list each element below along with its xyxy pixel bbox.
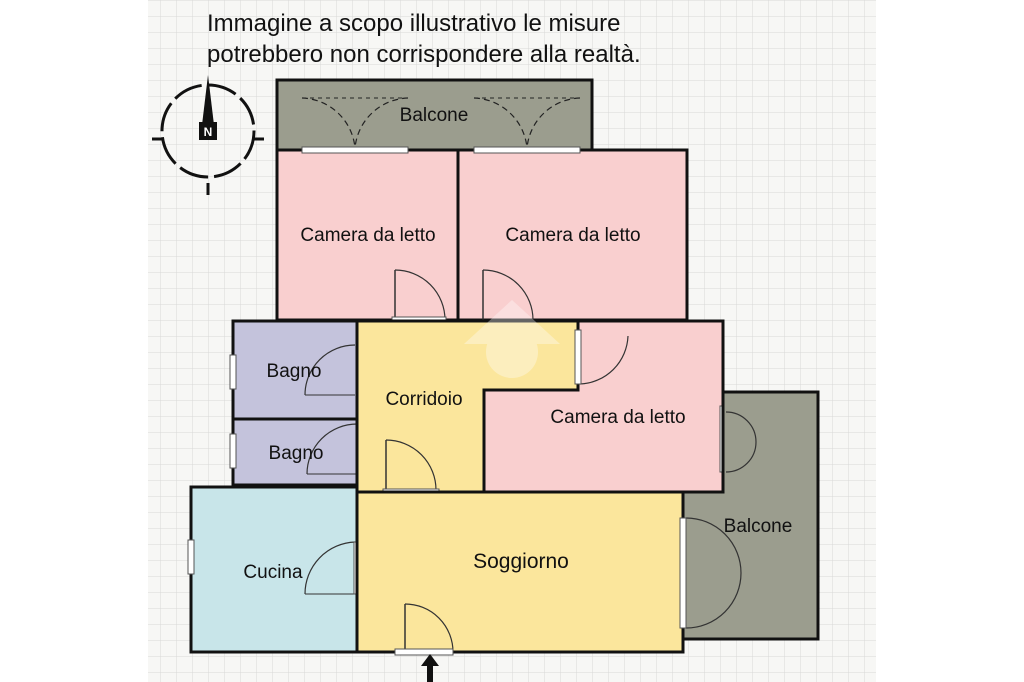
disclaimer-line-1: Immagine a scopo illustrativo le misure [207,10,621,37]
compass-label: N [204,125,213,139]
label-camera-3: Camera da letto [550,407,685,428]
room-soggiorno [355,490,685,654]
label-camera-2: Camera da letto [505,225,640,246]
room-cucina [189,485,359,654]
watermark-logo [464,300,560,378]
room-balcone-top [275,78,594,152]
label-bagno-2: Bagno [269,443,324,464]
balcone-right-lower [683,492,818,639]
label-bagno-1: Bagno [267,361,322,382]
disclaimer-note: Immagine a scopo illustrativo le misure … [207,8,641,70]
label-corridoio: Corridoio [385,389,462,410]
label-soggiorno: Soggiorno [473,550,569,573]
label-camera-1: Camera da letto [300,225,435,246]
label-cucina: Cucina [243,562,303,583]
north-compass-icon: N [152,75,264,195]
room-camera-da-letto-2 [456,148,689,322]
entrance-arrow-icon [421,654,439,682]
label-balcone-right: Balcone [724,516,793,537]
label-balcone-top: Balcone [400,105,469,126]
room-camera-da-letto-1 [275,148,460,322]
disclaimer-line-2: potrebbero non corrispondere alla realtà… [207,41,641,68]
